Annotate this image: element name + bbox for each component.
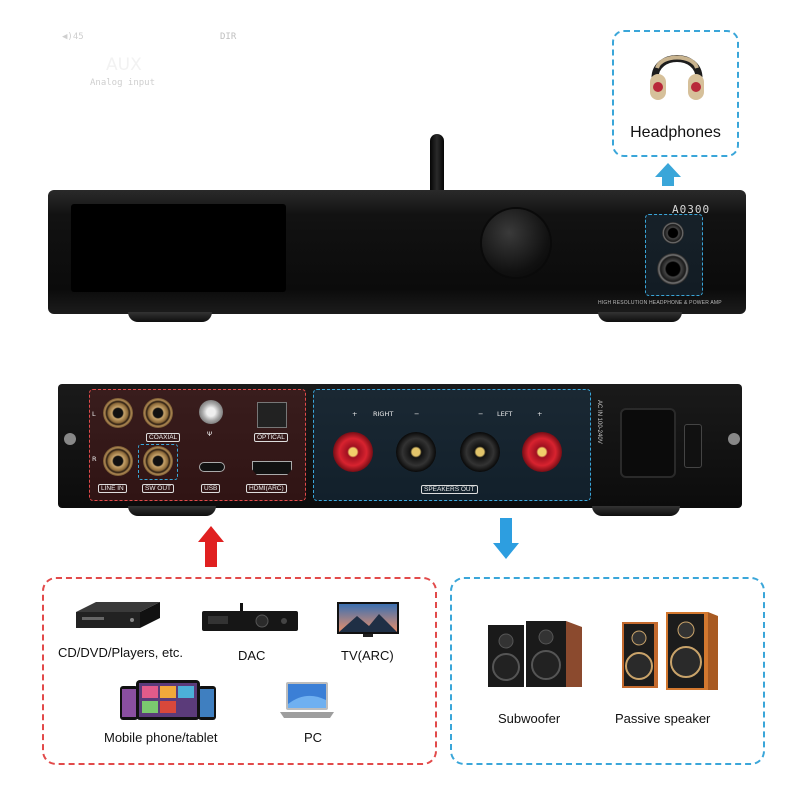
headphones-box: Headphones <box>612 30 739 157</box>
amplifier-front-panel <box>48 190 746 314</box>
label-hdmi: HDMI(ARC) <box>246 484 287 493</box>
sw-out-zone <box>138 444 178 480</box>
optical-port-icon <box>257 402 287 428</box>
binding-post-black-icon <box>460 432 500 472</box>
binding-post-red-icon <box>522 432 562 472</box>
label-left: LEFT <box>497 410 513 418</box>
label-coaxial: COAXIAL <box>146 433 181 442</box>
label-l: L <box>92 410 96 418</box>
front-caption: HIGH RESOLUTION HEADPHONE & POWER AMP <box>598 300 722 306</box>
usb-port-icon <box>199 462 225 472</box>
label-left-plus: + <box>537 410 543 418</box>
source-label-dac: DAC <box>238 648 266 663</box>
passive-speakers-icon <box>622 612 718 690</box>
rca-line-in-r-icon <box>103 446 133 476</box>
label-right-minus: − <box>414 410 420 418</box>
power-inlet-icon <box>620 408 676 478</box>
antenna <box>430 134 444 194</box>
label-usb: USB <box>201 484 221 493</box>
display-dir: DIR <box>220 32 237 42</box>
dvd-player-icon <box>76 602 160 628</box>
source-label-cd: CD/DVD/Players, etc. <box>58 645 183 660</box>
brand-logo: A0300 <box>672 203 711 216</box>
label-r: R <box>92 455 97 463</box>
arrow-up-red-stem <box>205 541 217 567</box>
mobile-tablet-icon <box>120 680 216 720</box>
binding-post-black-icon <box>396 432 436 472</box>
label-left-minus: − <box>478 410 484 418</box>
front-display <box>71 204 286 292</box>
arrow-up-stem <box>662 176 674 186</box>
foot <box>598 312 682 322</box>
antenna-connector-icon <box>199 400 223 424</box>
label-right-plus: + <box>352 410 358 418</box>
label-right: RIGHT <box>373 410 394 418</box>
foot <box>128 312 212 322</box>
label-sw-out: SW OUT <box>142 484 174 493</box>
output-label-passive: Passive speaker <box>615 711 711 726</box>
output-label-subwoofer: Subwoofer <box>498 711 561 726</box>
sources-box <box>42 577 437 765</box>
label-optical: OPTICAL <box>254 433 288 442</box>
rca-coaxial-icon <box>143 398 173 428</box>
laptop-icon <box>280 682 334 718</box>
foot <box>592 506 680 516</box>
volume-knob <box>482 209 550 277</box>
source-label-pc: PC <box>304 730 323 745</box>
power-switch <box>684 424 702 468</box>
arrow-up-icon <box>655 163 681 177</box>
headphones-label: Headphones <box>630 124 721 141</box>
arrow-down-blue-stem <box>500 518 512 544</box>
arrow-down-blue-icon <box>493 543 519 559</box>
subwoofer-speakers-icon <box>488 621 582 687</box>
dac-icon <box>202 603 298 631</box>
screw-icon <box>728 433 740 445</box>
jack-6-35mm-icon <box>657 253 689 285</box>
source-label-tv: TV(ARC) <box>341 648 394 663</box>
screw-icon <box>64 433 76 445</box>
rca-line-in-l-icon <box>103 398 133 428</box>
label-speakers-out: SPEAKERS OUT <box>421 485 478 494</box>
display-volume: ◀)45 <box>62 32 84 42</box>
outputs-box <box>450 577 765 765</box>
display-input-desc: Analog input <box>90 78 156 88</box>
label-line-in: LINE IN <box>98 484 127 493</box>
foot <box>128 506 216 516</box>
rca-sw-out-icon <box>143 446 173 476</box>
label-ac-in: AC IN 100-240V <box>596 400 602 444</box>
arrow-up-red-icon <box>198 526 224 542</box>
antenna-symbol-icon: Ψ <box>207 430 213 438</box>
jack-3-5mm-icon <box>662 222 684 244</box>
hdmi-port-icon <box>252 461 292 475</box>
tv-icon <box>337 602 399 637</box>
headphones-icon <box>650 55 704 100</box>
display-input-name: AUX <box>106 55 142 75</box>
source-label-mobile: Mobile phone/tablet <box>104 730 218 745</box>
binding-post-red-icon <box>333 432 373 472</box>
